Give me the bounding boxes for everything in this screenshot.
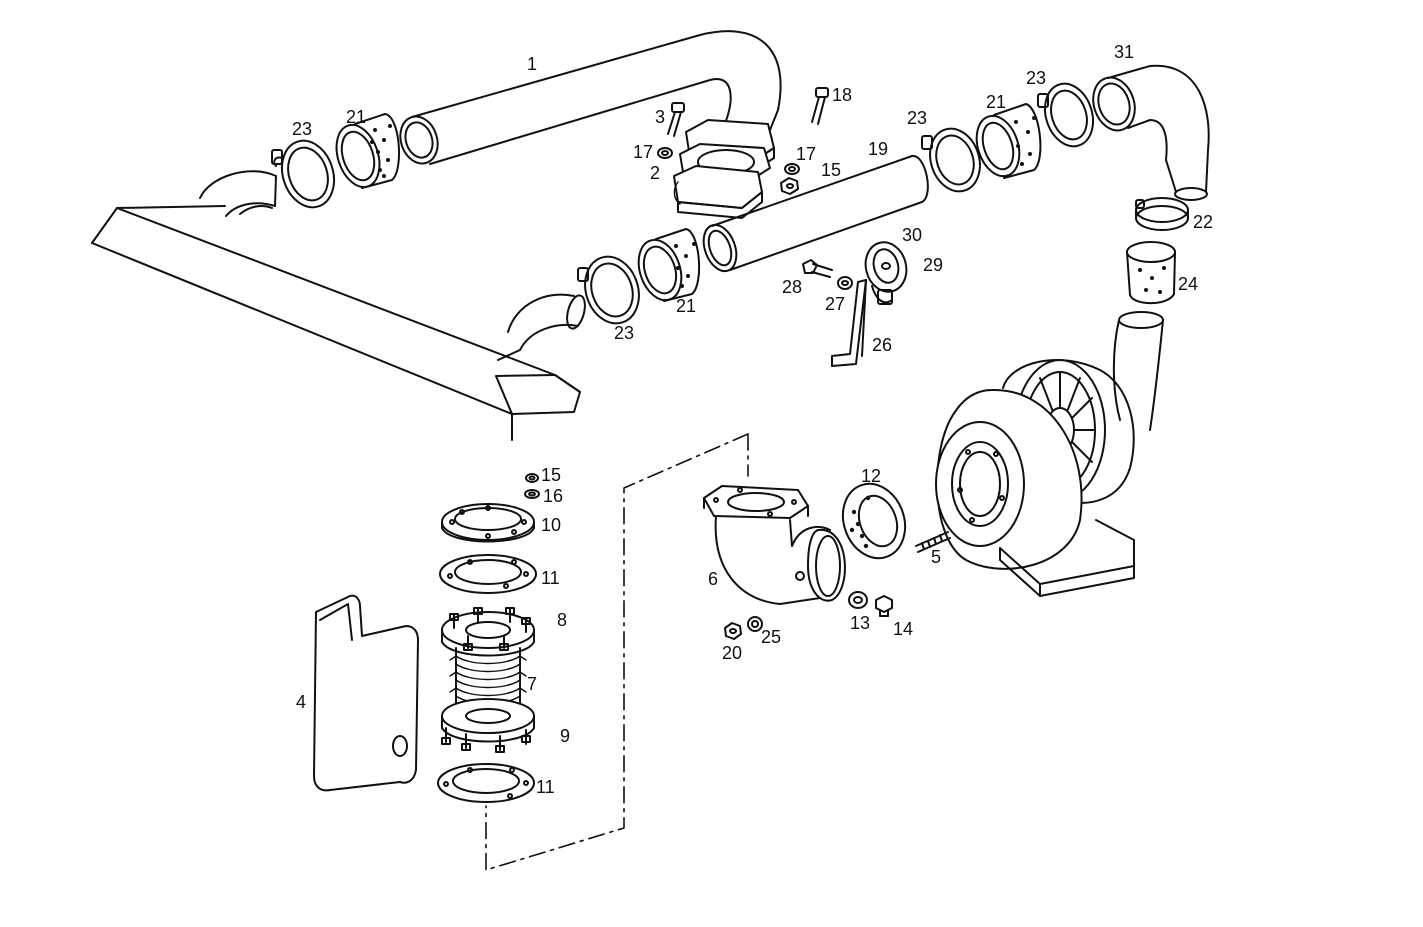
callout-23-lower-left: 23 <box>614 323 634 343</box>
clamp-ring-lower-left <box>577 255 640 325</box>
callout-23-upper-left: 23 <box>292 119 312 139</box>
callout-18: 18 <box>832 85 852 105</box>
callout-19: 19 <box>868 139 888 159</box>
callout-1: 1 <box>527 54 537 74</box>
callout-25: 25 <box>761 627 781 647</box>
exhaust-pipe-19 <box>702 155 929 273</box>
callout-17-left: 17 <box>633 142 653 162</box>
bolt-3 <box>667 102 685 137</box>
callout-27: 27 <box>825 294 845 314</box>
callout-20: 20 <box>722 643 742 663</box>
washer-25 <box>747 616 763 632</box>
callout-29: 29 <box>923 255 943 275</box>
callout-21-upper-left: 21 <box>346 107 366 127</box>
callout-30: 30 <box>902 225 922 245</box>
nut-20 <box>724 622 742 640</box>
support-bracket-26 <box>831 279 867 367</box>
callout-13: 13 <box>850 613 870 633</box>
gasket-12 <box>841 482 907 560</box>
callout-21-right: 21 <box>986 92 1006 112</box>
callout-labels: 1 3 18 17 2 17 15 19 23 21 23 21 23 31 2… <box>292 42 1213 797</box>
flange-studs-8 <box>441 607 535 657</box>
washer-17-right <box>784 163 800 175</box>
callout-6: 6 <box>708 569 718 589</box>
washer-27 <box>837 276 853 290</box>
flange-studs-9 <box>441 698 535 753</box>
callout-17-right: 17 <box>796 144 816 164</box>
callout-12: 12 <box>861 466 881 486</box>
gasket-11-lower <box>437 763 535 803</box>
washer-16 <box>524 489 540 499</box>
callout-31: 31 <box>1114 42 1134 62</box>
nut-15-upper <box>780 177 799 195</box>
callout-15-lower: 15 <box>541 465 561 485</box>
callout-11-upper: 11 <box>541 568 560 588</box>
engine-manifold-block <box>91 170 586 441</box>
plate-29 <box>872 248 900 284</box>
callout-23-right-a: 23 <box>907 108 927 128</box>
callout-2: 2 <box>650 163 660 183</box>
callout-4: 4 <box>296 692 306 712</box>
callout-22: 22 <box>1193 212 1213 232</box>
sleeve-upper-left <box>335 113 401 189</box>
bolt-18 <box>811 87 829 125</box>
callout-3: 3 <box>655 107 665 127</box>
stud-5 <box>915 531 951 553</box>
flange-10 <box>441 503 535 543</box>
callout-15-upper: 15 <box>821 160 841 180</box>
assembly-leader-lines <box>485 423 749 871</box>
exhaust-elbow-6 <box>703 485 846 605</box>
callout-21-lower-left: 21 <box>676 296 696 316</box>
callout-16: 16 <box>543 486 563 506</box>
washer-17-left <box>657 147 673 159</box>
clamp-ring-22 <box>1135 197 1189 231</box>
callout-26: 26 <box>872 335 892 355</box>
sleeve-24 <box>1126 241 1176 305</box>
callout-14: 14 <box>893 619 913 639</box>
callout-11-lower: 11 <box>536 777 555 797</box>
sleeve-right-21 <box>975 103 1042 179</box>
clamp-ring-right-23b <box>1037 82 1095 148</box>
callout-8: 8 <box>557 610 567 630</box>
callout-28: 28 <box>782 277 802 297</box>
callout-10: 10 <box>541 515 561 535</box>
flange-gasket-2 <box>673 119 775 219</box>
exhaust-elbow-31 <box>1092 64 1210 201</box>
washer-13 <box>848 591 868 609</box>
clamp-ring-upper-left <box>271 139 335 209</box>
clip-30 <box>864 241 908 305</box>
callout-7: 7 <box>527 674 537 694</box>
bellows-7 <box>449 647 527 705</box>
nut-15-lower <box>525 473 539 483</box>
turbocharger <box>935 311 1164 597</box>
heat-shield-4 <box>313 594 419 792</box>
sleeve-lower-left <box>637 228 701 302</box>
clamp-ring-right-23a <box>921 127 981 193</box>
callout-9: 9 <box>560 726 570 746</box>
callout-23-right-b: 23 <box>1026 68 1046 88</box>
callout-24: 24 <box>1178 274 1198 294</box>
bolt-28 <box>802 259 833 278</box>
gasket-11-upper <box>439 554 537 594</box>
plug-14 <box>875 595 893 617</box>
callout-5: 5 <box>931 547 941 567</box>
